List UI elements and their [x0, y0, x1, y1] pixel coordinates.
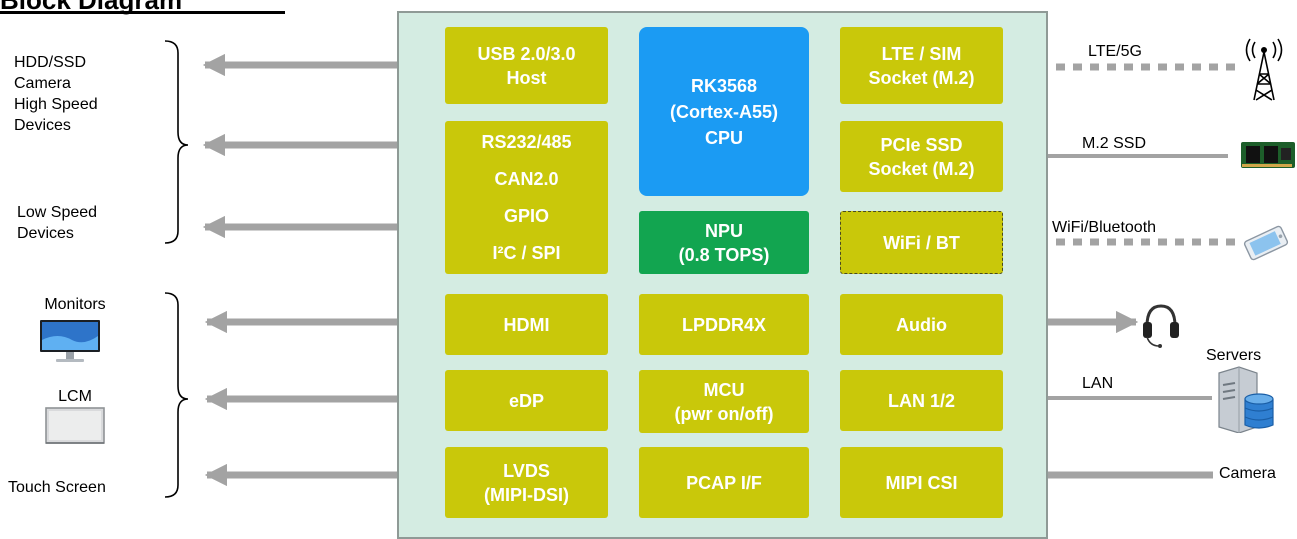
usb-host-block: USB 2.0/3.0 Host [445, 27, 608, 104]
high-speed-devices-label: HDD/SSD Camera High Speed Devices [14, 54, 98, 134]
lpddr4x-block: LPDDR4X [639, 294, 809, 355]
m2-ssd-icon [1241, 142, 1295, 168]
high-low-speed-brace [164, 40, 189, 244]
server-database-icon [1218, 366, 1274, 433]
mcu-block: MCU (pwr on/off) [639, 370, 809, 433]
lte-5g-label: LTE/5G [1088, 43, 1142, 60]
servers-label: Servers [1206, 347, 1262, 364]
lcm-panel-icon [45, 407, 105, 444]
npu-block: NPU (0.8 TOPS) [639, 211, 809, 274]
smartphone-icon [1243, 225, 1289, 261]
low-speed-devices-label: Low Speed Devices [17, 204, 98, 242]
lan-label: LAN [1082, 375, 1114, 392]
camera-label: Camera [1219, 465, 1276, 482]
lvds-block: LVDS (MIPI-DSI) [445, 447, 608, 518]
monitors-label: Monitors [44, 296, 106, 313]
pcie-ssd-block: PCIe SSD Socket (M.2) [840, 121, 1003, 192]
wifi-bluetooth-label: WiFi/Bluetooth [1052, 219, 1157, 236]
lan-block: LAN 1/2 [840, 370, 1003, 431]
headset-icon [1143, 304, 1179, 348]
rs232-can-gpio-block: RS232/485 CAN2.0 GPIO I²C / SPI [445, 121, 608, 274]
pcap-block: PCAP I/F [639, 447, 809, 518]
m2-ssd-label: M.2 SSD [1082, 135, 1147, 152]
wifi-bt-block: WiFi / BT [840, 211, 1003, 274]
hdmi-block: HDMI [445, 294, 608, 355]
title-underline [0, 11, 285, 14]
mipi-csi-block: MIPI CSI [840, 447, 1003, 518]
lcm-label: LCM [58, 388, 92, 405]
diagram-title: Block Diagram [0, 0, 183, 15]
cpu-block: RK3568 (Cortex-A55) CPU [639, 27, 809, 196]
display-devices-brace [164, 292, 189, 498]
monitor-icon [40, 320, 100, 362]
edp-block: eDP [445, 370, 608, 431]
lte-sim-block: LTE / SIM Socket (M.2) [840, 27, 1003, 104]
touch-screen-label: Touch Screen [8, 479, 106, 496]
audio-block: Audio [840, 294, 1003, 355]
antenna-tower-icon [1245, 38, 1283, 101]
